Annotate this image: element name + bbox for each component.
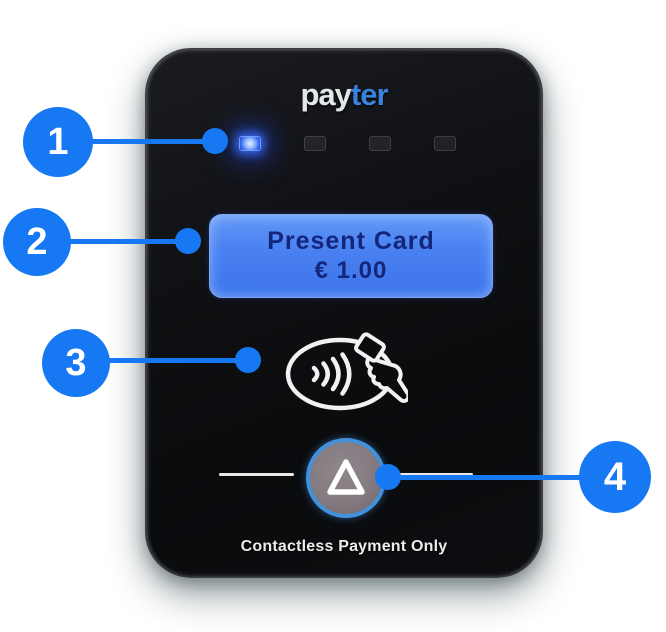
lcd-line1: Present Card [267,227,435,255]
payter-logo-ter: ter [350,77,389,112]
callout-badge-3: 3 [42,329,110,397]
callout-4-anchor-dot [375,464,401,490]
status-led-1 [239,136,261,151]
status-led-4 [434,136,456,151]
callout-badge-1: 1 [23,107,93,177]
payter-logo-pay: pay [300,77,351,112]
callout-2-line [37,239,188,244]
lcd-amount: € 1.00 [314,257,388,284]
payment-terminal: payter Present Card € 1.00 [145,48,543,578]
callout-4-line [388,475,615,480]
right-divider-line [398,473,473,476]
contactless-icon [285,332,411,411]
contactless-tap-zone[interactable] [284,325,411,421]
callout-1-anchor-dot [202,128,228,154]
callout-badge-2: 2 [3,208,71,276]
callout-badge-4: 4 [579,441,651,513]
confirm-button[interactable] [306,438,386,518]
triangle-icon [327,459,365,495]
callout-1-line [58,139,215,144]
left-divider-line [219,473,294,476]
callout-3-line [76,358,248,363]
callout-2-anchor-dot [175,228,201,254]
payter-logo: payter [146,79,542,110]
status-led-2 [304,136,326,151]
device-footer-label: Contactless Payment Only [240,538,448,555]
lcd-display: Present Card € 1.00 [209,214,493,298]
status-led-3 [369,136,391,151]
callout-3-anchor-dot [235,347,261,373]
